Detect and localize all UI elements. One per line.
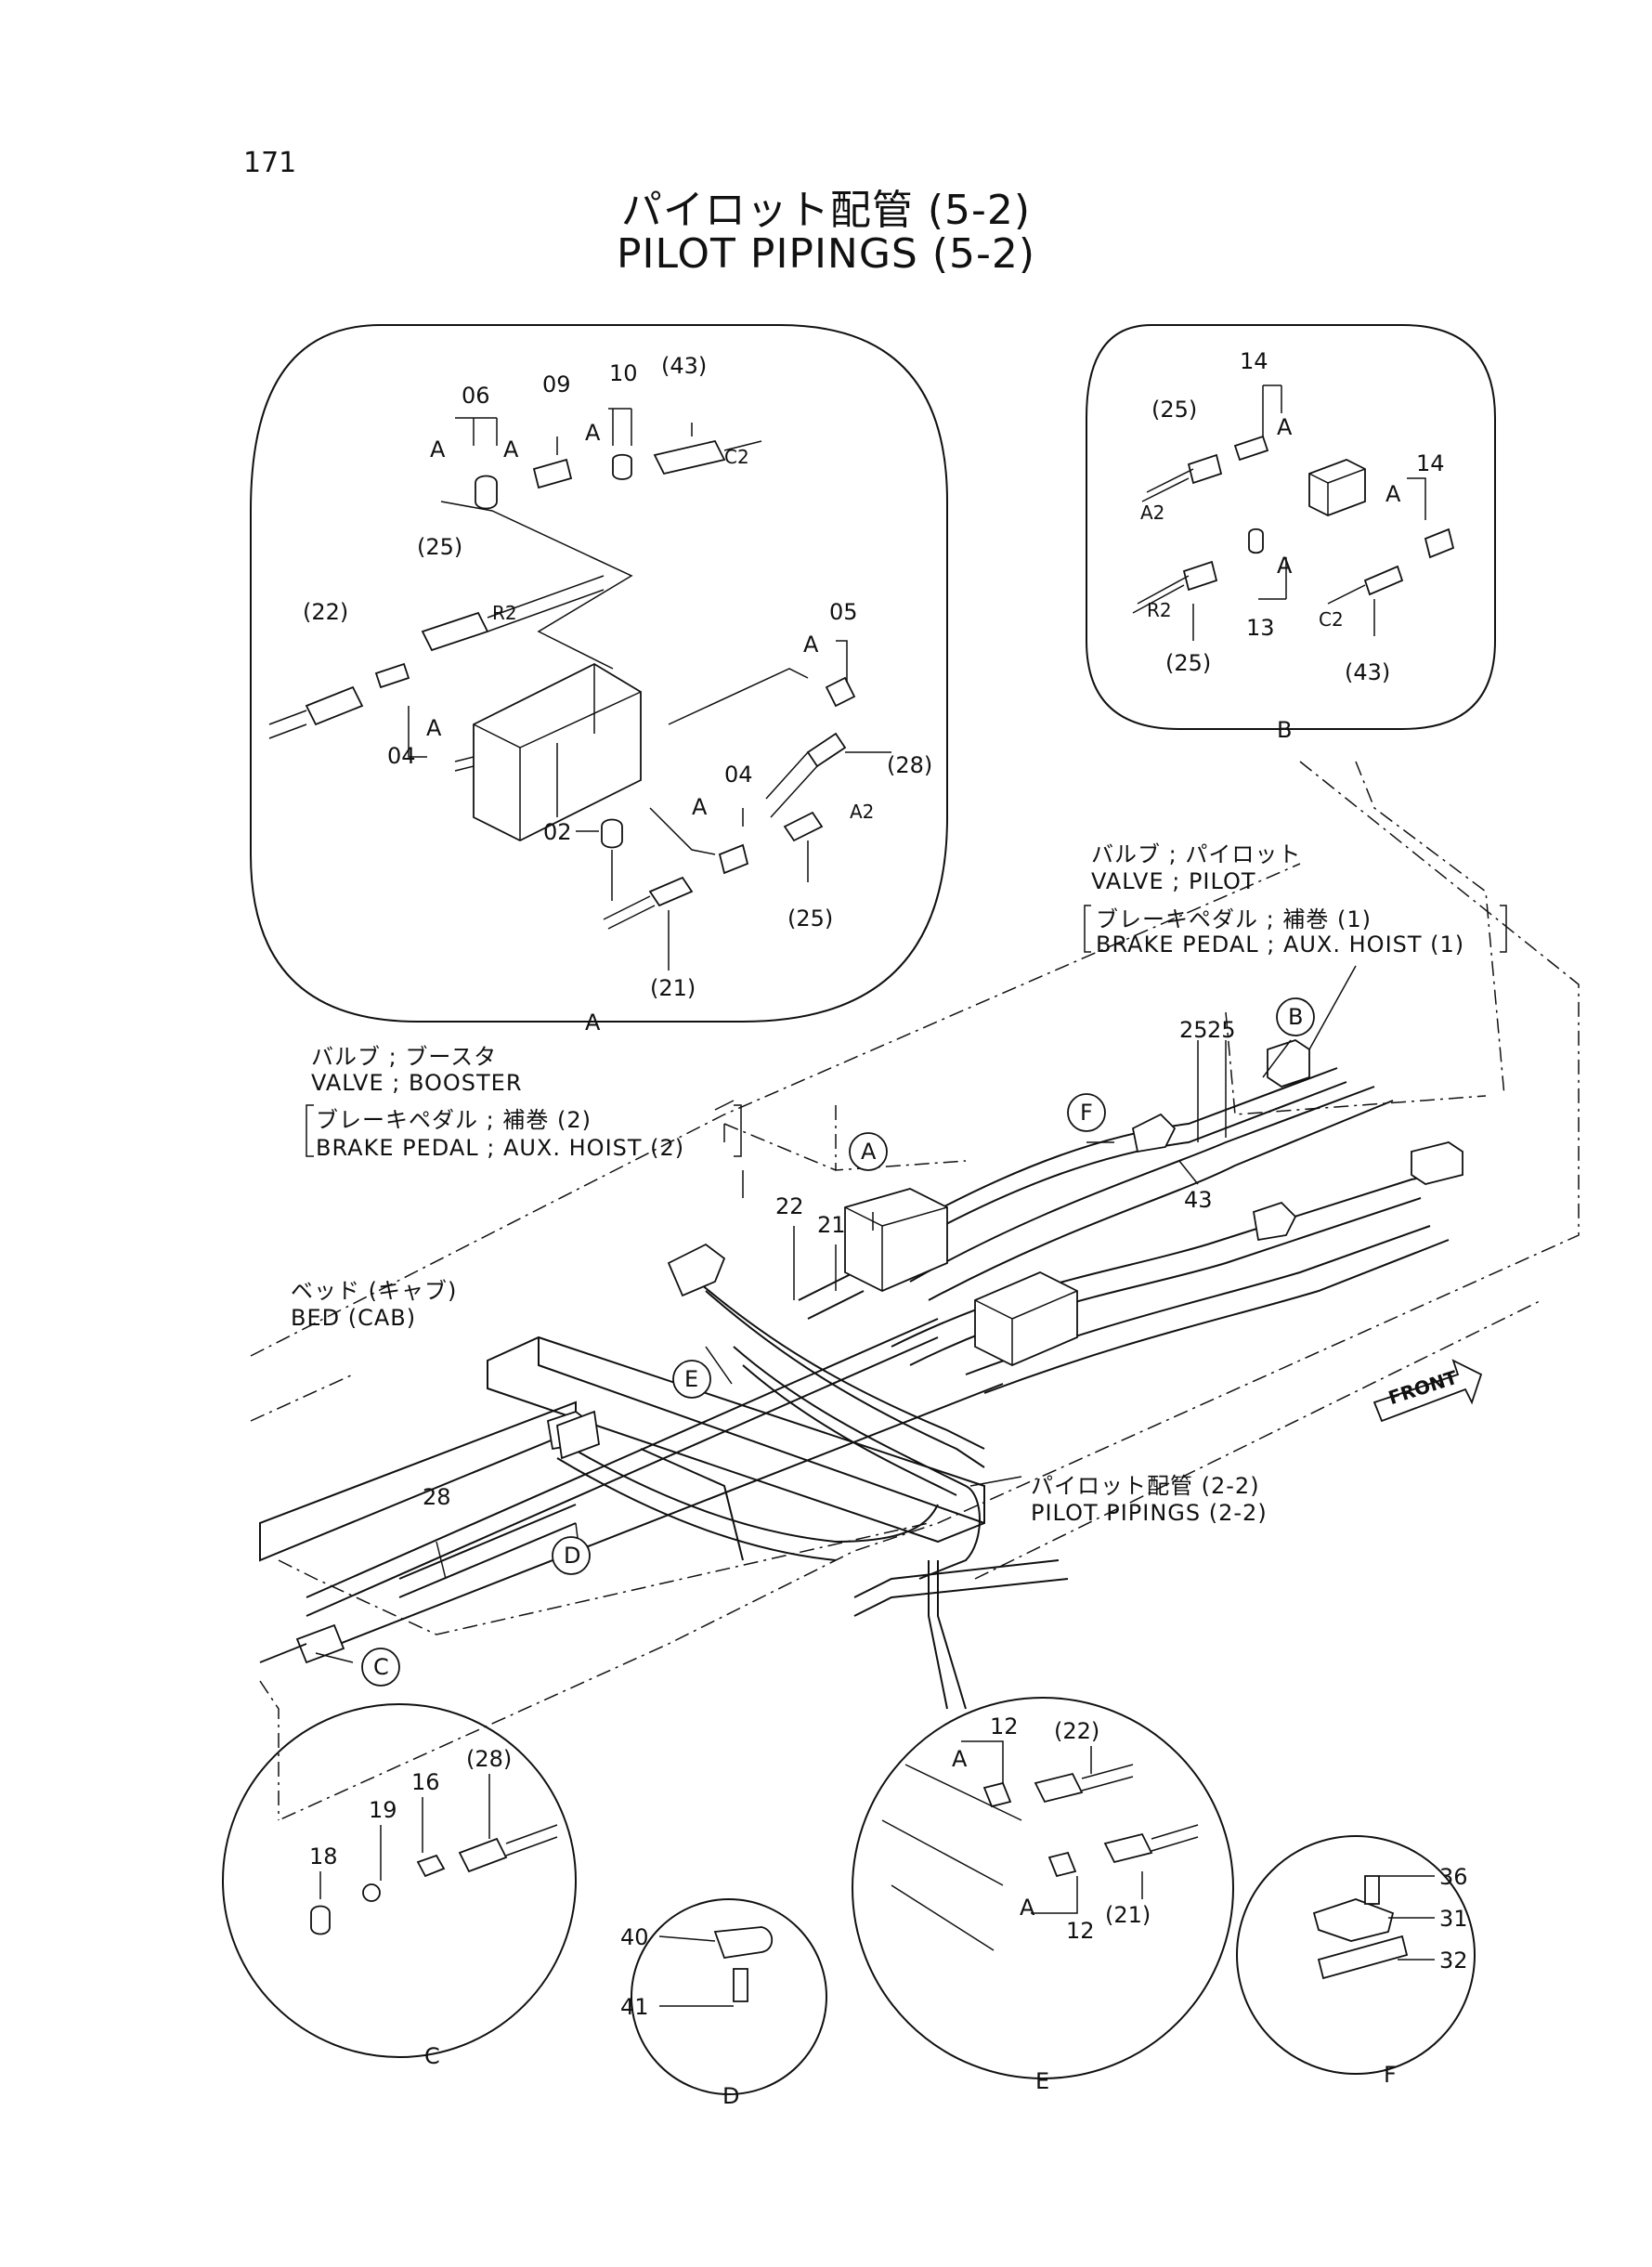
a-part-02: 02 <box>543 819 572 845</box>
a-part-05: 05 <box>829 599 858 625</box>
a-mark-a6: A <box>692 794 708 820</box>
cross-member <box>260 1319 1003 1653</box>
a-part-09: 09 <box>542 371 571 397</box>
front-arrow <box>1374 1361 1481 1421</box>
main-leaders <box>316 966 1356 1662</box>
bubble-f: F <box>1080 1100 1093 1126</box>
valve-pilot-sub-en: BRAKE PEDAL ; AUX. HOIST (1) <box>1096 932 1465 958</box>
bubble-c: C <box>373 1654 389 1680</box>
a-part-25-top: (25) <box>417 534 463 560</box>
b-mark-a3: A <box>1277 553 1293 579</box>
a-part-22: (22) <box>303 599 349 625</box>
a-mark-a2: A <box>503 436 519 463</box>
frame-outline <box>251 762 1579 1820</box>
a-part-25-bottom: (25) <box>787 905 834 932</box>
f-part-36: 36 <box>1439 1864 1468 1890</box>
valve-booster-sub-jp: ブレーキペダル ; 補巻 (2) <box>316 1107 592 1133</box>
main-part-21: 21 <box>817 1212 846 1238</box>
bubble-e: E <box>684 1366 699 1392</box>
main-part-25b: 25 <box>1207 1017 1236 1043</box>
b-mark-a2: A <box>1385 481 1401 507</box>
a-part-10: 10 <box>609 360 638 386</box>
a-part-04-left: 04 <box>387 743 416 769</box>
detail-b <box>1086 325 1495 729</box>
a-mark-a5: A <box>426 715 442 741</box>
valve-booster-sub-en: BRAKE PEDAL ; AUX. HOIST (2) <box>316 1135 685 1161</box>
booster-valve <box>260 1040 1463 1662</box>
a-part-06: 06 <box>462 383 490 409</box>
c-part-19: 19 <box>369 1797 397 1823</box>
b-part-13: 13 <box>1246 615 1275 641</box>
e-part-12-bottom: 12 <box>1066 1918 1095 1944</box>
a-mark-a2-label: A2 <box>850 801 875 823</box>
bubble-b: B <box>1288 1004 1304 1030</box>
detail-c-label: C <box>424 2043 440 2069</box>
detail-b-label: B <box>1277 717 1293 743</box>
main-part-22: 22 <box>775 1193 804 1219</box>
callout-brackets <box>306 905 1506 1156</box>
detail-c <box>223 1704 576 2057</box>
f-part-31: 31 <box>1439 1906 1468 1932</box>
main-part-28: 28 <box>423 1484 451 1510</box>
valve-pilot-sub-jp: ブレーキペダル ; 補巻 (1) <box>1096 906 1372 932</box>
detail-f <box>1237 1836 1475 2074</box>
detail-e-label: E <box>1035 2068 1050 2094</box>
valve-pilot-en: VALVE ; PILOT <box>1091 868 1256 894</box>
b-mark-a1: A <box>1277 414 1293 440</box>
b-part-14-top: 14 <box>1240 348 1268 374</box>
b-mark-r2: R2 <box>1147 599 1172 621</box>
valve-pilot-jp: バルブ ; パイロット <box>1091 841 1302 867</box>
valve-booster-jp: バルブ ; ブースタ <box>311 1044 498 1070</box>
bed-en: BED (CAB) <box>291 1305 417 1331</box>
a-mark-r2: R2 <box>492 602 517 624</box>
d-part-41: 41 <box>620 1994 649 2020</box>
a-part-28: (28) <box>887 752 933 778</box>
e-mark-a2: A <box>1020 1895 1035 1921</box>
detail-a <box>251 325 947 1022</box>
e-part-22: (22) <box>1054 1718 1100 1744</box>
pilot-22-en: PILOT PIPINGS (2-2) <box>1031 1500 1268 1526</box>
b-part-25-top: (25) <box>1151 397 1198 423</box>
e-part-21: (21) <box>1105 1902 1151 1928</box>
b-part-25-bottom: (25) <box>1165 650 1212 676</box>
a-part-43: (43) <box>661 353 708 379</box>
b-mark-a2-label: A2 <box>1140 502 1165 524</box>
a-part-21: (21) <box>650 975 696 1001</box>
a-mark-a1: A <box>430 436 446 463</box>
valve-booster-en: VALVE ; BOOSTER <box>311 1070 523 1096</box>
title-english: PILOT PIPINGS (5-2) <box>616 230 1036 278</box>
page-number: 171 <box>243 147 297 179</box>
bubble-d: D <box>564 1543 581 1569</box>
a-mark-a4: A <box>803 632 819 658</box>
bubble-a: A <box>861 1139 877 1165</box>
b-part-43: (43) <box>1345 659 1391 685</box>
f-part-32: 32 <box>1439 1948 1468 1974</box>
b-part-14-right: 14 <box>1416 450 1445 476</box>
detail-f-label: F <box>1384 2062 1397 2088</box>
detail-d <box>631 1899 826 2094</box>
main-part-43: 43 <box>1184 1187 1213 1213</box>
a-mark-a3: A <box>585 420 601 446</box>
e-part-12-top: 12 <box>990 1713 1019 1739</box>
e-mark-a1: A <box>952 1746 968 1772</box>
c-part-28: (28) <box>466 1746 513 1772</box>
a-mark-c2: C2 <box>724 446 749 468</box>
main-part-25a: 25 <box>1179 1017 1208 1043</box>
detail-d-label: D <box>722 2083 740 2109</box>
title-japanese: パイロット配管 (5-2) <box>620 187 1032 234</box>
bed-jp: ベッド (キャブ) <box>291 1278 458 1304</box>
c-part-18: 18 <box>309 1844 338 1870</box>
a-part-04-right: 04 <box>724 762 753 788</box>
detail-e <box>852 1698 1233 2078</box>
b-mark-c2: C2 <box>1319 608 1344 631</box>
reference-bubbles <box>362 998 1314 1686</box>
pilot-22-jp: パイロット配管 (2-2) <box>1031 1473 1260 1499</box>
d-part-40: 40 <box>620 1924 649 1950</box>
detail-a-label: A <box>585 1010 601 1036</box>
c-part-16: 16 <box>411 1769 440 1795</box>
